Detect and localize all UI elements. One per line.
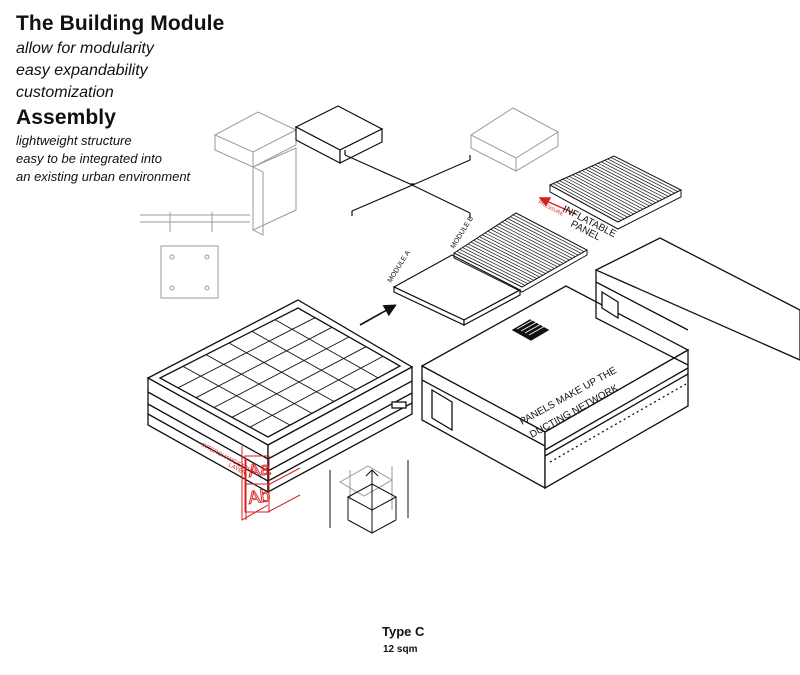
module-a-panel	[392, 254, 522, 327]
panel-rib	[594, 164, 663, 200]
layer-b-label: Ab	[247, 485, 272, 508]
layer-a-label: Aa	[247, 458, 273, 481]
panel-rib	[610, 157, 679, 192]
panel-rib	[572, 174, 641, 212]
pressure-label: PRESSURE	[537, 199, 565, 218]
solar-cell-line	[177, 317, 316, 389]
panel-rib	[578, 171, 647, 208]
solar-module	[146, 299, 414, 494]
panel-rib	[479, 236, 549, 273]
panel-rib	[476, 238, 546, 274]
panel-rib	[490, 229, 561, 266]
interchangeable-layer-markers	[241, 446, 301, 521]
assembly-line-2: easy to be integrated into	[16, 151, 162, 166]
solar-cell-line	[213, 336, 350, 408]
panel-rib	[459, 249, 529, 284]
small-frame	[329, 460, 409, 534]
solar-cell-line	[249, 355, 384, 428]
panel-rib	[507, 218, 579, 256]
panel-rib	[591, 165, 660, 202]
panel-rib	[569, 175, 638, 213]
panel-rib	[467, 243, 537, 279]
panel-rib	[504, 219, 576, 258]
panel-rib	[493, 227, 564, 264]
module-line-3: customization	[16, 84, 114, 101]
cross-connector	[344, 150, 471, 218]
panel-rib	[575, 173, 644, 210]
panel-rib	[496, 225, 567, 263]
sketch-cube	[294, 105, 384, 164]
panel-rib	[556, 181, 625, 220]
module-b-panel	[452, 212, 589, 293]
panel-rib	[498, 223, 570, 261]
panel-rib	[607, 158, 675, 194]
panel-rib	[559, 180, 628, 218]
area-label: 12 sqm	[383, 644, 418, 655]
panel-rib	[470, 241, 540, 278]
panel-rib	[456, 250, 526, 286]
panel-rib	[473, 239, 543, 276]
panel-rib	[487, 230, 558, 268]
panel-rib	[510, 216, 582, 254]
panel-rib	[484, 232, 555, 269]
panel-rib	[597, 162, 666, 199]
process-arrow	[359, 304, 397, 326]
inflatable-panel	[548, 155, 683, 230]
module-line-1: allow for modularity	[16, 40, 154, 57]
assembly-title: Assembly	[16, 106, 117, 129]
panel-rib	[553, 183, 622, 221]
panel-rib	[601, 161, 669, 197]
panel-rib	[581, 170, 650, 207]
type-label: Type C	[382, 624, 425, 639]
module-title: The Building Module	[16, 12, 225, 35]
panel-rib	[462, 247, 532, 283]
assembly-line-3: an existing urban environment	[16, 169, 191, 184]
panel-rib	[585, 168, 653, 205]
panel-rib	[482, 234, 552, 271]
panel-rib	[562, 178, 631, 216]
panel-rib	[513, 214, 585, 252]
panel-rib	[588, 167, 656, 204]
solar-cell-line	[231, 346, 367, 418]
panel-rib	[501, 221, 573, 259]
panel-rib	[465, 245, 534, 281]
pressure-arrow	[538, 197, 577, 215]
module-line-2: easy expandability	[16, 62, 148, 79]
ducting-module	[420, 285, 690, 490]
panel-rib	[565, 177, 634, 215]
right-module	[594, 237, 800, 366]
panel-rib	[604, 160, 672, 196]
solar-cell-line	[195, 326, 333, 399]
assembly-line-1: lightweight structure	[16, 133, 132, 148]
